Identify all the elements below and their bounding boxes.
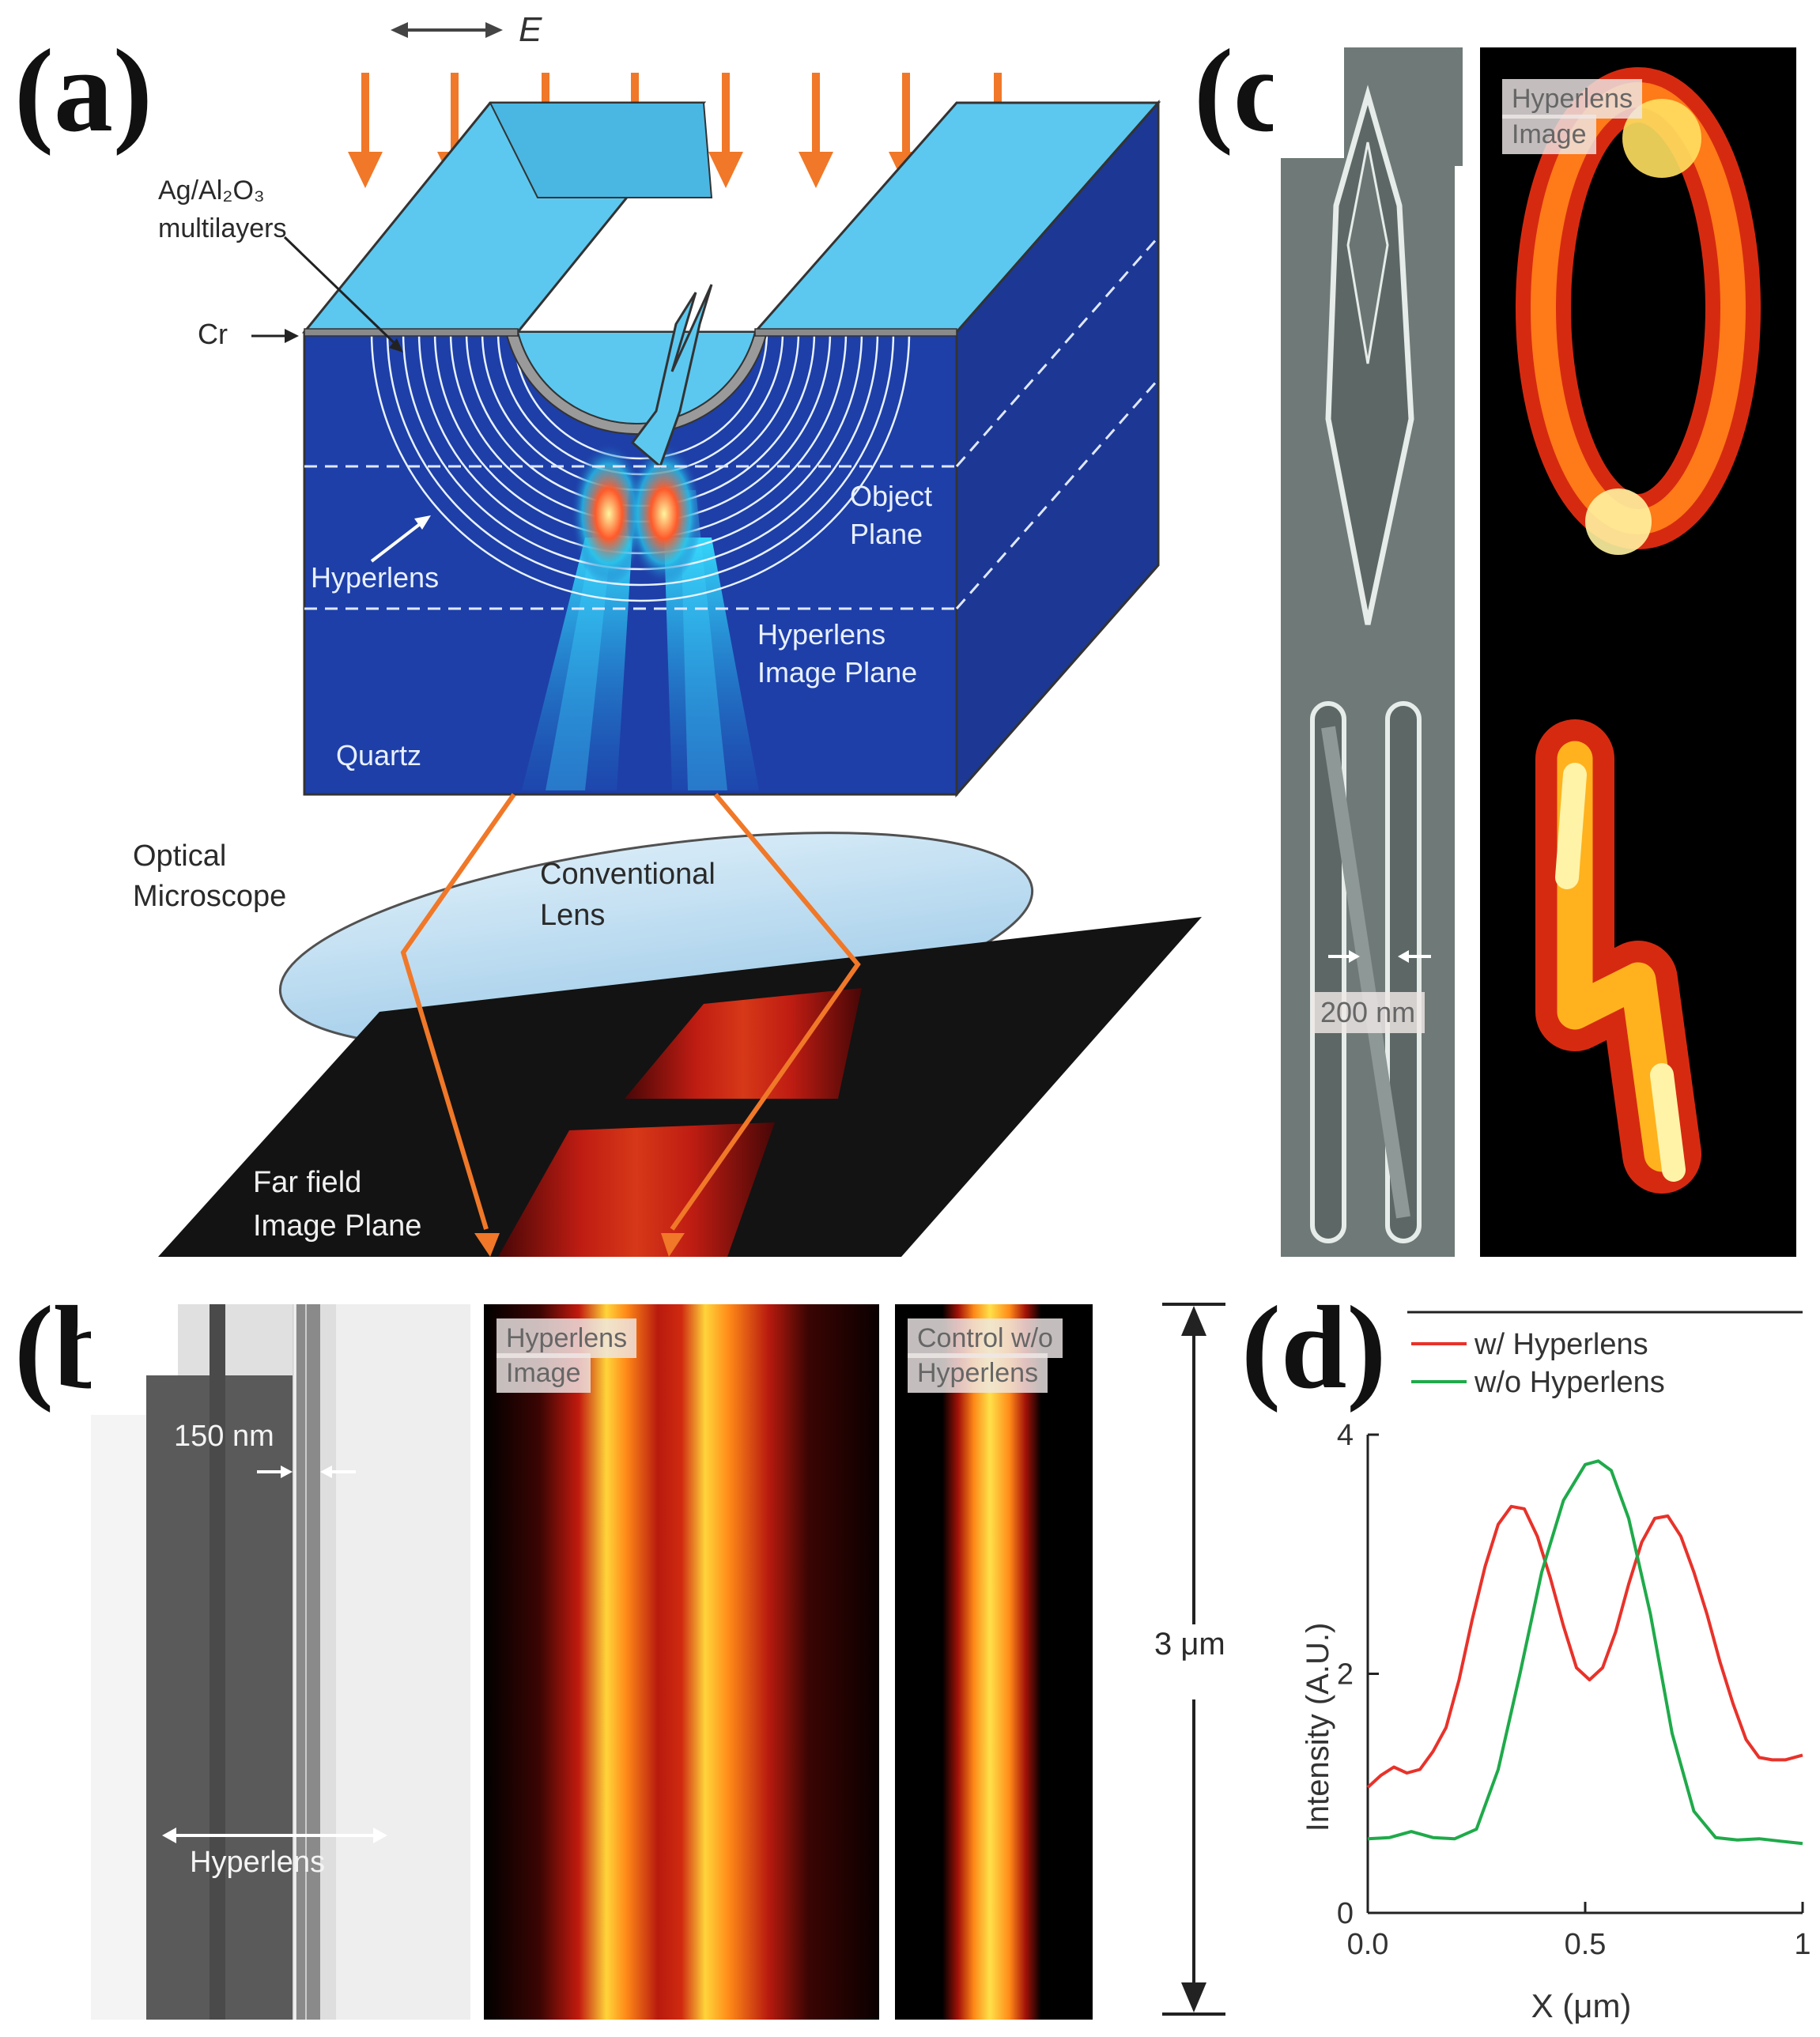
panel-d-label: (d): [1241, 1282, 1387, 1413]
panel-c-hyperlens-image-box-line2: Image: [1502, 115, 1596, 155]
chart-legend: w/ Hyperlens w/o Hyperlens: [1411, 1328, 1665, 1399]
panel-c-hyperlens-image: [1480, 47, 1796, 1257]
far-field-label-line1: Far field: [253, 1166, 362, 1199]
y-tick-label: 0: [1337, 1897, 1354, 1930]
series-line-with-hyperlens: [1366, 1504, 1803, 1789]
polarization-e-label: E: [519, 10, 542, 49]
cr-layer-label: Cr: [198, 318, 228, 350]
panel-c-hyperlens-image-box-line1: Hyperlens: [1502, 79, 1643, 119]
panel-b-scale-label: 3 μm: [1154, 1627, 1225, 1662]
ag-multilayer-label-line1: Ag/Al₂O₃: [158, 175, 265, 206]
panel-c-width-label: 200 nm: [1311, 992, 1425, 1034]
hyperlens-label: Hyperlens: [311, 561, 440, 594]
quartz-label: Quartz: [336, 739, 422, 771]
image-plane-label-line1: Hyperlens: [757, 618, 886, 651]
object-plane-label-line1: Object: [850, 480, 933, 512]
chart-xlabel: X (μm): [1531, 1987, 1632, 2024]
polarization-arrow: [391, 22, 503, 38]
groove-inner: [516, 331, 757, 424]
x-tick-label: 0.0: [1347, 1928, 1389, 1961]
far-field-image-patch-top: [625, 988, 862, 1099]
panel-b-sem-image: [91, 1304, 470, 2020]
panel-b-hyperlens-image: [484, 1304, 879, 2020]
optical-microscope-label-line1: Optical: [133, 839, 227, 873]
conventional-lens-label-line2: Lens: [540, 899, 606, 932]
chart-series: [1366, 1459, 1803, 1846]
panel-c-sem-on-pattern: [1273, 47, 1471, 1257]
block-top-surface: [301, 101, 1161, 334]
legend-label: w/ Hyperlens: [1474, 1328, 1648, 1361]
chart-axes: 0 2 4 0.0 0.5 1: [1337, 1419, 1811, 1961]
panel-b-control-image: [895, 1304, 1093, 2020]
panel-b-control-box-line2: Hyperlens: [908, 1353, 1048, 1394]
optical-microscope-label-line2: Microscope: [133, 880, 287, 913]
panel-b-hyperlens-image-box-line2: Image: [497, 1353, 591, 1394]
cr-layer-right: [754, 328, 957, 337]
chart-ylabel: Intensity (A.U.): [1301, 1623, 1335, 1832]
cr-layer-left: [304, 328, 519, 337]
legend-label: w/o Hyperlens: [1474, 1366, 1665, 1399]
panel-b-scale-bar: [1162, 1303, 1225, 2016]
object-plane-label-line2: Plane: [850, 518, 923, 550]
far-field-label-line2: Image Plane: [253, 1209, 422, 1243]
block-side-face: [955, 100, 1160, 798]
panel-b-hyperlens-image-box-line1: Hyperlens: [497, 1318, 637, 1359]
ag-multilayer-label-line2: multilayers: [158, 213, 287, 243]
image-plane-label-line2: Image Plane: [757, 656, 918, 688]
conventional-lens-label-line1: Conventional: [540, 858, 716, 891]
series-line-without-hyperlens: [1367, 1459, 1803, 1846]
far-field-image-patch-bottom: [498, 1122, 775, 1257]
y-tick-label: 2: [1337, 1658, 1354, 1692]
panel-b-hyperlens-label: Hyperlens: [190, 1846, 326, 1879]
x-tick-label: 1: [1794, 1928, 1811, 1961]
panel-b-gap-label: 150 nm: [174, 1420, 274, 1453]
imaging-ray-lines: [400, 793, 861, 1231]
panel-a-label: (a): [14, 25, 153, 157]
field-beams: [522, 490, 759, 790]
field-hotspot-left: [571, 443, 647, 585]
y-tick-label: 4: [1337, 1419, 1354, 1452]
panel-d-intensity-chart: w/ Hyperlens w/o Hyperlens 0 2 4 0.0 0.5 1 Int…: [1301, 1311, 1811, 2024]
x-tick-label: 0.5: [1565, 1928, 1607, 1961]
object-n-shape: [630, 284, 713, 469]
field-hotspot-right: [626, 443, 702, 585]
panel-a-hyperlens-schematic: E: [158, 10, 1202, 1257]
panel-b-control-box-line1: Control w/o: [908, 1318, 1063, 1359]
